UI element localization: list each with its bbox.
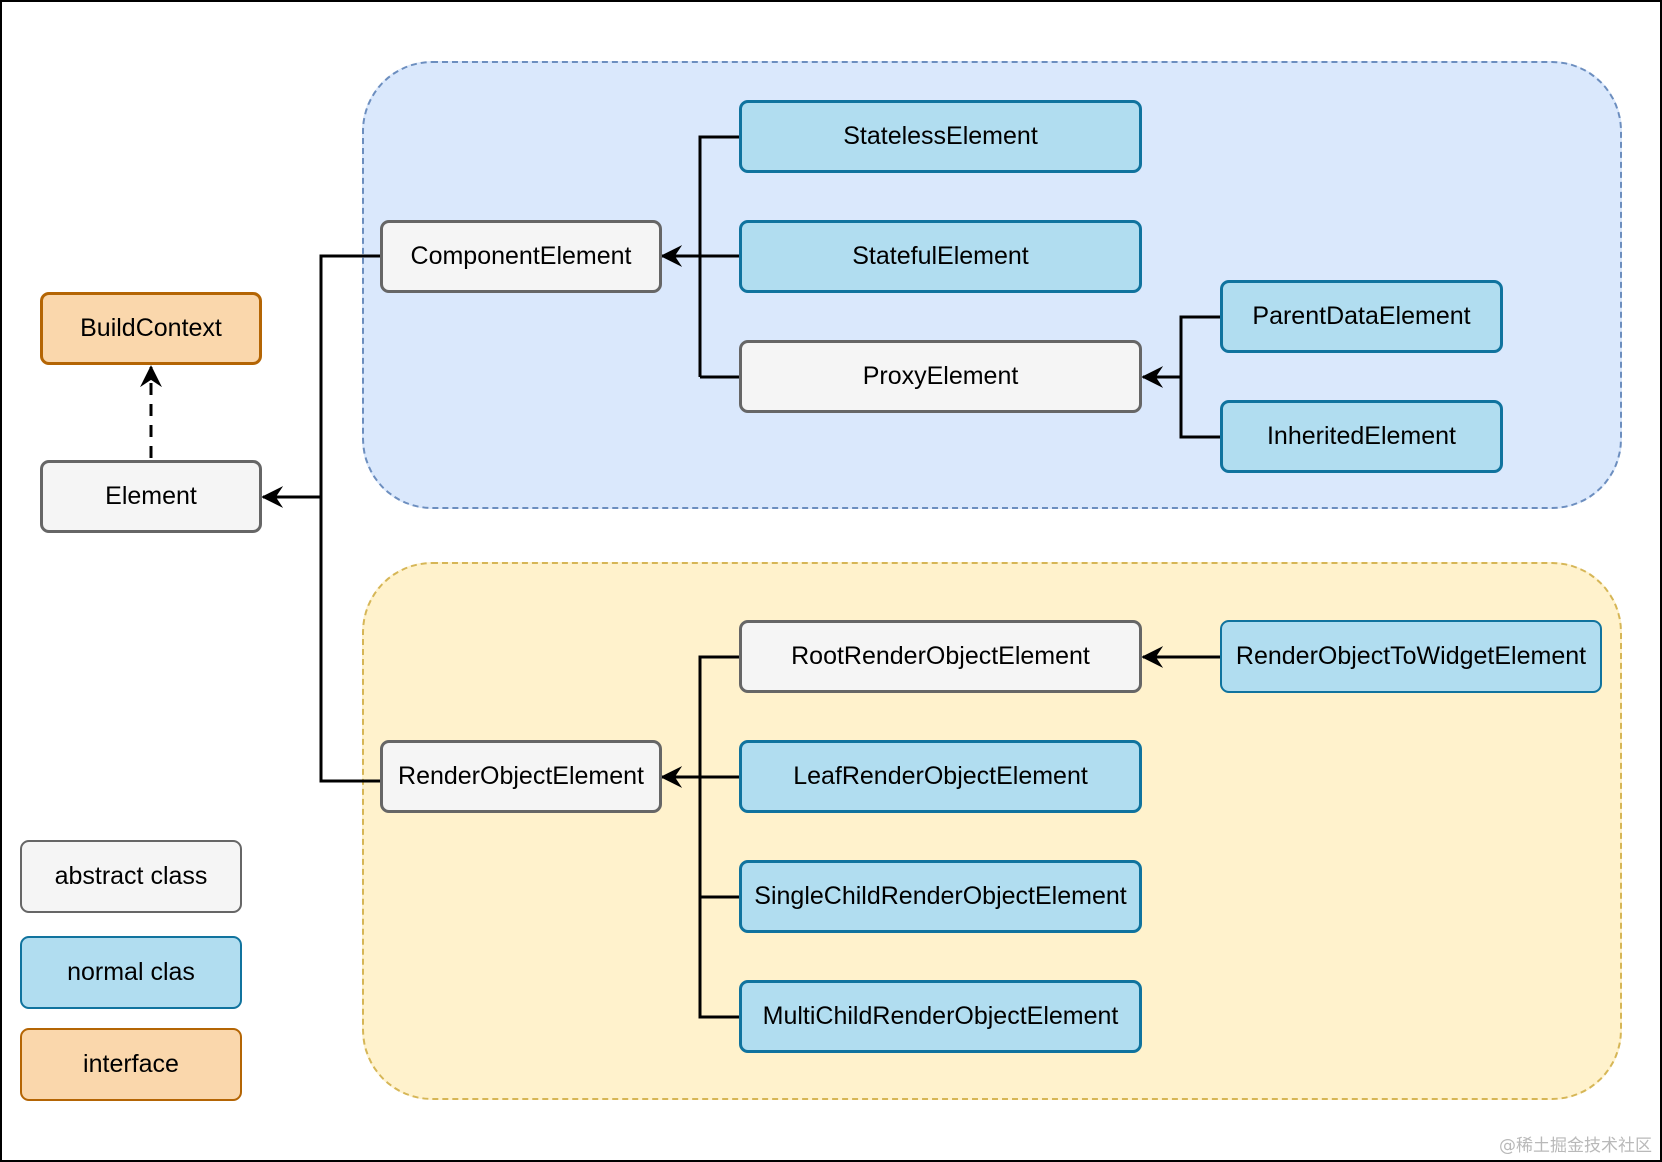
watermark-text: @稀土掘金技术社区 [1499, 1136, 1652, 1156]
inheritedelement-node[interactable]: InheritedElement [1220, 400, 1503, 473]
statelesselement-node[interactable]: StatelessElement [739, 100, 1142, 173]
renderobjectelement-to-element-line [319, 497, 380, 783]
renderobjectelement-node[interactable]: RenderObjectElement [380, 740, 662, 813]
parentdata-to-proxy-line [1179, 315, 1220, 439]
multichildrenderobjectelement-node[interactable]: MultiChildRenderObjectElement [739, 980, 1142, 1053]
legend-interface: interface [20, 1028, 242, 1101]
proxyelement-node[interactable]: ProxyElement [739, 340, 1142, 413]
root-to-renderobject-line [698, 655, 739, 1019]
legend-abstract-class: abstract class [20, 840, 242, 913]
legend-normal-class: normal clas [20, 936, 242, 1009]
rootrenderobjectelement-node[interactable]: RootRenderObjectElement [739, 620, 1142, 693]
renderobjecttowidgetelement-node[interactable]: RenderObjectToWidgetElement [1220, 620, 1602, 693]
element-node[interactable]: Element [40, 460, 262, 533]
stateless-to-component-line [698, 135, 739, 377]
componentelement-node[interactable]: ComponentElement [380, 220, 662, 293]
buildcontext-node[interactable]: BuildContext [40, 292, 262, 365]
componentelement-to-element-line [319, 254, 380, 497]
leafrenderobjectelement-node[interactable]: LeafRenderObjectElement [739, 740, 1142, 813]
statefulelement-node[interactable]: StatefulElement [739, 220, 1142, 293]
singlechildrenderobjectelement-node[interactable]: SingleChildRenderObjectElement [739, 860, 1142, 933]
parentdataelement-node[interactable]: ParentDataElement [1220, 280, 1503, 353]
